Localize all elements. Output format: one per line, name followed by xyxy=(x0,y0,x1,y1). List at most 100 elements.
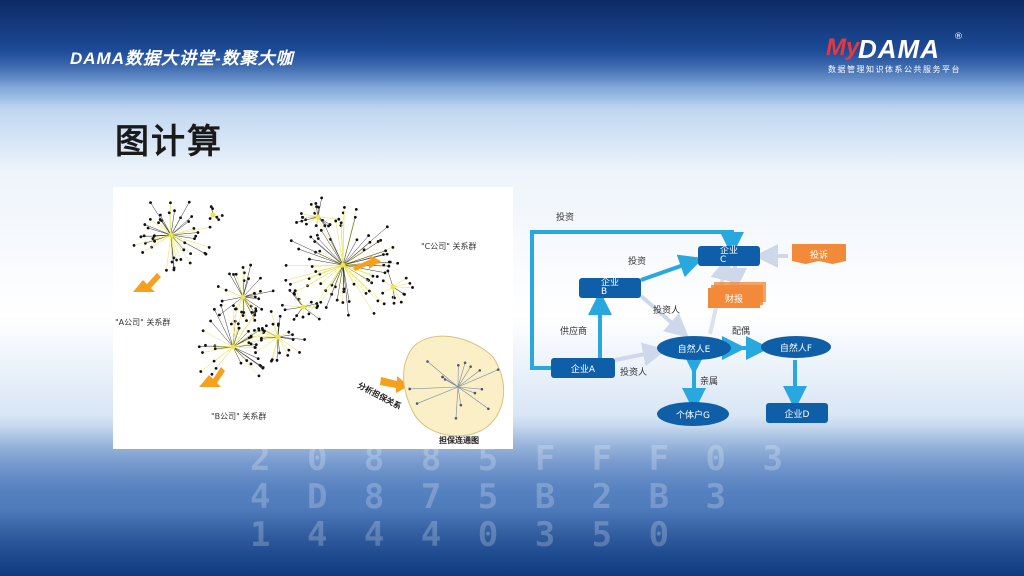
network-node xyxy=(386,269,390,273)
network-node xyxy=(317,317,321,321)
network-edge xyxy=(387,270,394,288)
network-node xyxy=(253,328,256,332)
network-node xyxy=(286,353,290,357)
network-edge xyxy=(392,277,407,288)
network-node xyxy=(391,295,395,299)
network-edge xyxy=(232,328,240,348)
node-individual-g: 个体户G xyxy=(657,402,729,426)
edge-label-spouse: 配偶 xyxy=(732,327,751,337)
network-hub xyxy=(230,344,236,350)
network-node xyxy=(192,226,196,230)
network-node xyxy=(316,237,320,240)
network-edge xyxy=(342,264,355,285)
network-node xyxy=(148,217,152,221)
network-hub xyxy=(240,294,246,300)
network-edge xyxy=(160,214,172,236)
complaint-document: 投诉 xyxy=(792,244,846,264)
network-edge xyxy=(242,296,255,313)
network-node xyxy=(292,317,296,321)
network-edge xyxy=(203,330,234,348)
network-edge xyxy=(342,239,358,266)
label-c-group: "C公司" 关系群 xyxy=(421,241,477,251)
guarantee-node xyxy=(487,407,490,411)
guarantee-node xyxy=(463,361,467,365)
network-node xyxy=(201,329,205,333)
network-edge xyxy=(312,264,344,267)
network-edge xyxy=(170,232,198,236)
guarantee-node xyxy=(457,363,460,367)
network-node xyxy=(315,233,319,237)
guarantee-edge xyxy=(409,386,459,390)
network-edge xyxy=(291,240,344,266)
guarantee-edge xyxy=(457,366,471,388)
guarantee-edge xyxy=(427,361,459,388)
edge-label-investor-1: 投资人 xyxy=(653,306,681,316)
label-a-group: "A公司" 关系群 xyxy=(115,317,170,327)
network-node xyxy=(352,282,356,286)
network-node xyxy=(261,366,265,370)
network-node xyxy=(392,301,396,305)
network-node xyxy=(281,303,284,307)
network-node xyxy=(314,224,318,228)
network-edge xyxy=(170,234,210,248)
edge-label-invest-bc: 投资 xyxy=(628,257,647,267)
node-financial-report: 财报 xyxy=(708,288,760,308)
network-node xyxy=(220,299,224,303)
network-node xyxy=(385,225,389,229)
network-node xyxy=(341,301,345,304)
network-node xyxy=(364,291,368,295)
network-node xyxy=(237,326,241,330)
network-node xyxy=(371,274,375,278)
guarantee-edge xyxy=(442,376,459,388)
node-person-e: 自然人E xyxy=(657,336,731,360)
network-hub xyxy=(168,232,174,238)
network-edge xyxy=(266,325,279,338)
network-node xyxy=(172,268,176,272)
network-node xyxy=(323,224,327,228)
network-edge xyxy=(342,250,386,266)
network-node xyxy=(339,224,343,227)
network-node xyxy=(253,291,256,295)
network-edge xyxy=(342,264,349,316)
network-edge xyxy=(277,336,300,353)
network-graph: "A公司" 关系群 "B公司" 关系群 "C公司" 关系群 分析担保关系 担保连… xyxy=(115,196,505,445)
network-edge xyxy=(166,234,172,271)
network-node xyxy=(165,268,168,272)
network-edge xyxy=(317,197,322,218)
guarantee-node xyxy=(441,375,444,379)
network-node xyxy=(249,342,253,346)
network-edge xyxy=(170,234,191,254)
network-node xyxy=(189,252,193,255)
network-edge xyxy=(158,222,172,236)
network-node xyxy=(193,237,196,240)
network-node xyxy=(182,248,186,252)
network-node xyxy=(207,246,211,249)
network-node xyxy=(158,213,162,217)
network-node xyxy=(376,299,380,303)
network-edge xyxy=(392,286,402,303)
network-edge xyxy=(232,344,257,348)
guarantee-node xyxy=(408,387,411,391)
network-edge xyxy=(295,290,304,308)
network-node xyxy=(314,202,318,205)
network-node xyxy=(341,211,345,215)
network-edge xyxy=(133,234,172,246)
network-node xyxy=(224,288,228,292)
network-node xyxy=(219,303,223,307)
network-edge xyxy=(215,346,234,369)
guarantee-edge xyxy=(457,386,476,394)
network-node xyxy=(213,347,217,351)
network-node xyxy=(335,298,339,302)
network-node xyxy=(271,322,275,326)
network-edge xyxy=(232,330,260,348)
network-node xyxy=(259,289,262,293)
arrow-analyze-icon xyxy=(380,376,409,393)
network-edge xyxy=(270,311,279,338)
network-node xyxy=(382,302,386,306)
network-node xyxy=(257,297,261,301)
network-hub xyxy=(315,214,321,220)
network-node xyxy=(278,351,281,355)
report-stack: 财报 xyxy=(708,282,768,310)
network-node xyxy=(257,327,261,331)
network-node xyxy=(169,201,172,205)
